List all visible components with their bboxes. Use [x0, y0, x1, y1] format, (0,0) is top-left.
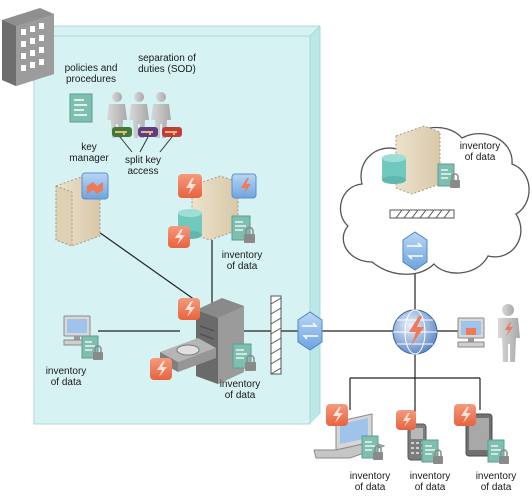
encryption-badge-icon	[168, 226, 190, 248]
person-icon	[498, 304, 520, 362]
firewall-icon	[270, 295, 282, 375]
inventory-document-icon	[421, 439, 443, 464]
key-badge-icon	[81, 172, 109, 200]
encryption-badge-icon	[150, 358, 172, 380]
switch-icon	[402, 231, 428, 271]
key-badge-icon	[231, 173, 257, 199]
inventory-document-icon	[81, 335, 103, 360]
desktop-icon	[457, 317, 485, 348]
split-key-icons	[112, 127, 182, 153]
inventory-document-icon	[437, 163, 460, 188]
inventory-document-icon	[487, 439, 509, 464]
globe-icon	[392, 309, 438, 355]
firewall-icon	[389, 209, 455, 219]
encryption-badge-icon	[178, 298, 200, 320]
cloud-server-icon	[382, 125, 441, 195]
inventory-document-icon	[361, 435, 383, 460]
desktop-icon	[63, 315, 91, 346]
policies-document-icon	[69, 93, 93, 123]
encryption-badge-icon	[396, 410, 416, 430]
switch-icon	[297, 311, 323, 351]
encryption-badge-icon	[454, 404, 476, 426]
encryption-badge-icon	[178, 174, 202, 198]
storage-drive-icon	[160, 338, 216, 372]
inventory-document-icon	[231, 215, 255, 243]
building-icon	[2, 8, 54, 86]
encryption-badge-icon	[326, 404, 348, 426]
inventory-document-icon	[232, 343, 256, 371]
network-links	[95, 214, 481, 412]
database-server-icon	[178, 175, 239, 241]
